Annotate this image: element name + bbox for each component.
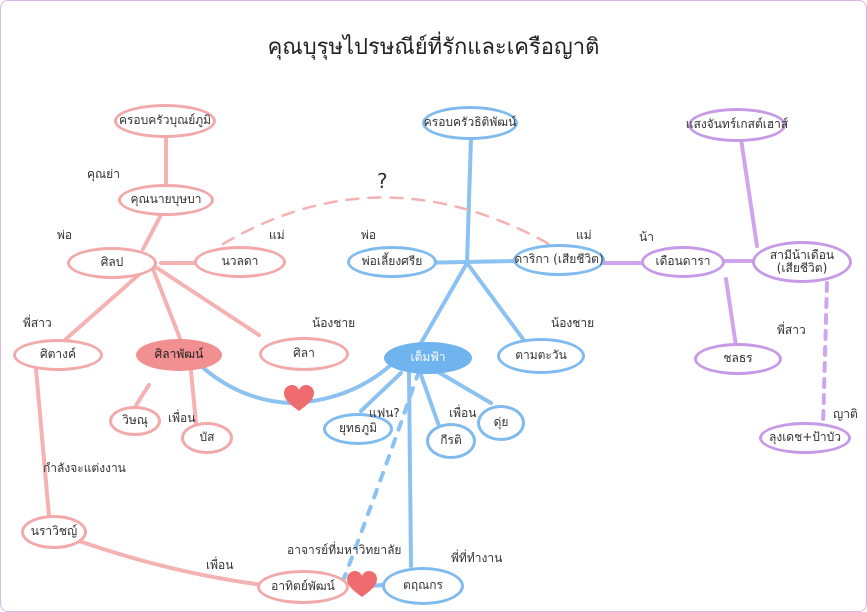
edge-temfa-duy bbox=[431, 367, 493, 405]
label-friend-rel-bottom: เพื่อน bbox=[206, 558, 234, 572]
label-relative-rel: ญาติ bbox=[833, 407, 858, 421]
edge-samil-uncle-dashed bbox=[821, 281, 829, 428]
node-father-kiang: พ่อเลี้ยงศรีย bbox=[347, 246, 437, 278]
node-duy: ดุ่ย bbox=[477, 405, 525, 441]
label-sister-rel-left: พี่สาว bbox=[23, 316, 52, 330]
label-sister-rel-right: พี่สาว bbox=[777, 323, 806, 337]
node-sitang: ศิตางค์ bbox=[13, 339, 103, 371]
edge-temfa-tathnakorn bbox=[407, 371, 413, 568]
node-bas: บัส bbox=[181, 422, 233, 454]
label-friend-rel-left: เพื่อน bbox=[168, 411, 196, 425]
heart-icon bbox=[284, 385, 314, 411]
node-nuansada: นวลดา bbox=[194, 246, 286, 278]
label-brother-rel-mid: น้องชาย bbox=[551, 316, 595, 330]
blue-dashed-edges bbox=[341, 369, 421, 583]
node-samil-duan: สามีน้าเดือน (เสียชีวิต) bbox=[752, 241, 852, 283]
label-mother-rel-mid: แม่ bbox=[576, 228, 592, 242]
edge-saengchan-samil bbox=[739, 137, 759, 248]
edge-family-root bbox=[465, 136, 473, 265]
label-mother-rel-left: แม่ bbox=[269, 228, 285, 242]
node-silp: ศิลป bbox=[67, 247, 157, 279]
edge-root-sithaphat bbox=[149, 262, 183, 343]
node-sila: ศิลา bbox=[259, 337, 349, 371]
edge-narawit-athitphat bbox=[77, 539, 265, 587]
edge-sithaphat-bas bbox=[189, 369, 198, 425]
label-teacher-rel: อาจารย์ที่มหาวิทยาลัย bbox=[287, 543, 402, 557]
edge-grandma-silp bbox=[141, 213, 163, 251]
page-title: คุณบุรุษไปรษณีย์ที่รักและเครือญาติ bbox=[267, 35, 600, 60]
edge-root-sitang bbox=[64, 262, 153, 341]
heart-icon bbox=[347, 571, 377, 597]
edge-to-chonthon bbox=[724, 277, 738, 348]
purple-dashed-edges bbox=[821, 281, 829, 428]
label-father-rel-mid: พ่อ bbox=[361, 228, 377, 242]
node-grandma: คุณนายบุษบา bbox=[118, 184, 214, 216]
label-father-rel-left: พ่อ bbox=[57, 228, 73, 242]
label-brother-rel-left: น้องชาย bbox=[312, 316, 356, 330]
label-boyfriend-rel: แฟน? bbox=[369, 406, 400, 420]
node-darika: ดาริกา (เสียชีวิต) bbox=[513, 244, 605, 276]
edge-root-temfa bbox=[419, 261, 469, 345]
node-bunnaphum-family: ครอบครัวบุณย์ภูมิ bbox=[114, 104, 216, 138]
blue-family-edges bbox=[199, 136, 525, 588]
node-sithaphat: ศิลาพัฒน์ bbox=[136, 339, 222, 371]
node-witchanu: วิษณุ bbox=[109, 406, 161, 436]
purple-family-edges bbox=[599, 137, 759, 348]
node-saengchan-family: แสงจันทร์เกสต์เฮาส์ bbox=[686, 108, 788, 142]
edge-temfa-yuthaphum bbox=[359, 371, 403, 413]
node-uncle-aunt: ลุงเดช+ป้าบัว bbox=[759, 422, 851, 454]
label-friend-rel-mid: เพื่อน bbox=[449, 406, 477, 420]
edge-question-arc bbox=[221, 196, 551, 246]
node-athitphat: อาทิตย์พัฒน์ bbox=[257, 570, 349, 604]
node-tem-fa: เต็มฟ้า bbox=[384, 342, 472, 374]
node-kirati: กีรติ bbox=[426, 423, 476, 459]
node-duandara: เดือนดารา bbox=[641, 246, 725, 278]
node-tawan: ตามตะวัน bbox=[497, 338, 585, 374]
edge-temfa-kirati bbox=[419, 373, 441, 428]
edge-sitang-narawit bbox=[34, 367, 51, 518]
question-mark: ? bbox=[377, 169, 388, 193]
label-grandma-rel: คุณย่า bbox=[87, 167, 120, 181]
edge-root-tawan bbox=[465, 261, 525, 341]
label-coworker-rel: พี่ที่ทำงาน bbox=[451, 551, 503, 565]
node-narawit: นราวิชญ์ bbox=[21, 515, 87, 549]
label-aunt-rel: น้า bbox=[639, 230, 654, 244]
node-chonthon: ชลธร bbox=[694, 343, 782, 375]
node-tathnakorn: ตฤณกร bbox=[382, 567, 464, 605]
edge-temfa-athitphat-dashed bbox=[341, 369, 421, 583]
label-engaged-rel: กำลังจะแต่งงาน bbox=[43, 461, 126, 475]
edge-root-sila bbox=[149, 262, 261, 337]
pink-family-edges bbox=[34, 134, 265, 587]
node-thitayaphat-family: ครอบครัวธิติพัฒน์ bbox=[422, 106, 518, 140]
node-yuthaphum: ยุทธภูมิ bbox=[323, 413, 393, 445]
